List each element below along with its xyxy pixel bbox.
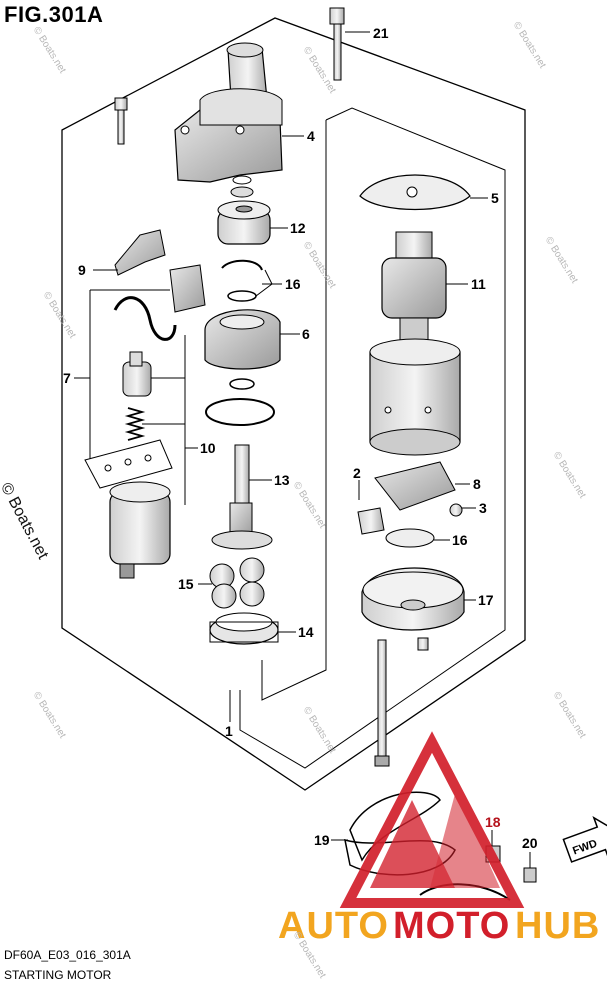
callout-12: 12 (290, 220, 306, 236)
spring (124, 407, 146, 441)
callout-17: 17 (478, 592, 494, 608)
washer (229, 378, 255, 390)
callout-20: 20 (522, 835, 538, 851)
callout-8: 8 (473, 476, 481, 492)
subassembly-outline-2 (239, 107, 506, 769)
callout-14: 14 (298, 624, 314, 640)
callout-15: 15 (178, 576, 194, 592)
screw (417, 637, 429, 651)
callout-21: 21 (373, 25, 389, 41)
o-ring (205, 398, 275, 426)
front-bracket-4 (174, 42, 283, 183)
brand-moto: MOTO (393, 905, 510, 947)
callout-11: 11 (471, 276, 486, 292)
callout-5: 5 (491, 190, 499, 206)
planet-gears-15 (209, 557, 265, 609)
fwd-arrow-icon: FWD (562, 815, 607, 863)
through-bolt (374, 639, 390, 767)
callout-9: 9 (78, 262, 86, 278)
insulator-16 (385, 528, 435, 548)
armature-11 (381, 231, 447, 343)
ring-gear-14 (209, 612, 279, 645)
solenoid-cap (169, 264, 206, 313)
end-cap-17 (361, 567, 465, 631)
pinion-12 (217, 200, 271, 245)
bolt-20 (523, 867, 537, 883)
brand-auto: AUTO (278, 905, 389, 947)
gasket-plate (84, 439, 173, 489)
bolt-small-top (114, 97, 128, 145)
plate-5 (359, 174, 471, 211)
callout-1: 1 (225, 723, 233, 739)
callout-2: 2 (353, 465, 361, 481)
figure-title: FIG.301A (4, 2, 104, 27)
brush-holder-8 (374, 461, 456, 511)
shaft-13 (211, 444, 273, 550)
callout-3: 3 (479, 500, 487, 516)
bushing (230, 175, 254, 198)
nut-3 (449, 503, 463, 517)
bolt-21 (329, 7, 345, 81)
solenoid-body (109, 481, 171, 579)
assembly-outline (61, 17, 526, 791)
callout-13: 13 (274, 472, 290, 488)
figure-caption: STARTING MOTOR (4, 968, 112, 982)
callout-6: 6 (302, 326, 310, 342)
solenoid-spring-wire (113, 296, 177, 341)
callout-7: 7 (63, 370, 71, 386)
callout-18: 18 (485, 814, 501, 830)
callout-10: 10 (200, 440, 216, 456)
lever-9 (114, 229, 166, 276)
figure-code: DF60A_E03_016_301A (4, 948, 131, 962)
subassembly-outline (261, 120, 327, 701)
plunger (122, 351, 152, 397)
housing-6 (204, 309, 281, 370)
callout-16a: 16 (285, 276, 301, 292)
callout-4: 4 (307, 128, 315, 144)
clip-16 (221, 259, 263, 302)
brush-2 (357, 507, 385, 535)
callout-19: 19 (314, 832, 330, 848)
brand-hub: HUB (515, 905, 600, 947)
callout-16b: 16 (452, 532, 468, 548)
yoke (369, 338, 461, 456)
brand-logo (339, 731, 525, 908)
